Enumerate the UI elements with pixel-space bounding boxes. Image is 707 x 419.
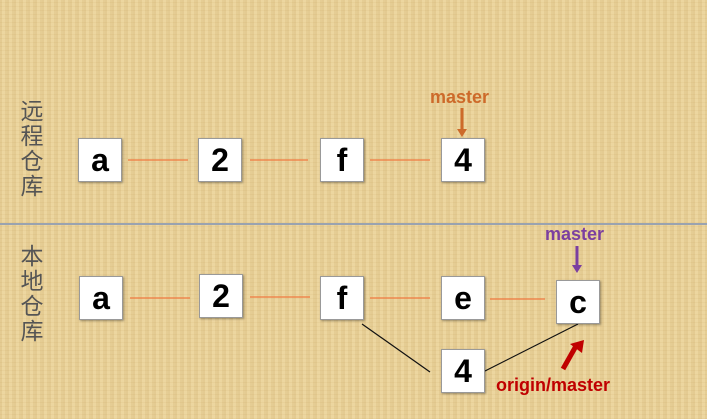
arrow-up-icon bbox=[560, 340, 584, 371]
commit-node[interactable]: f bbox=[320, 276, 364, 320]
remote-repo-label: 远程仓库 bbox=[20, 99, 44, 200]
edge bbox=[484, 323, 579, 372]
origin-master-label: origin/master bbox=[496, 375, 611, 395]
commit-node[interactable]: 2 bbox=[199, 274, 243, 318]
commit-node[interactable]: 2 bbox=[198, 138, 242, 182]
commit-node[interactable]: e bbox=[441, 276, 485, 320]
arrow-down-icon bbox=[572, 246, 582, 273]
edge bbox=[361, 323, 431, 373]
commit-node[interactable]: a bbox=[78, 138, 122, 182]
arrow-down-icon bbox=[457, 108, 467, 137]
local-master-label: master bbox=[545, 224, 605, 244]
remote-master-label: master bbox=[430, 87, 490, 107]
commit-node[interactable]: a bbox=[79, 276, 123, 320]
commit-node[interactable]: f bbox=[320, 138, 364, 182]
commit-node[interactable]: c bbox=[556, 280, 600, 324]
commit-node[interactable]: 4 bbox=[441, 138, 485, 182]
commit-node[interactable]: 4 bbox=[441, 349, 485, 393]
local-repo-label: 本地仓库 bbox=[20, 244, 44, 345]
